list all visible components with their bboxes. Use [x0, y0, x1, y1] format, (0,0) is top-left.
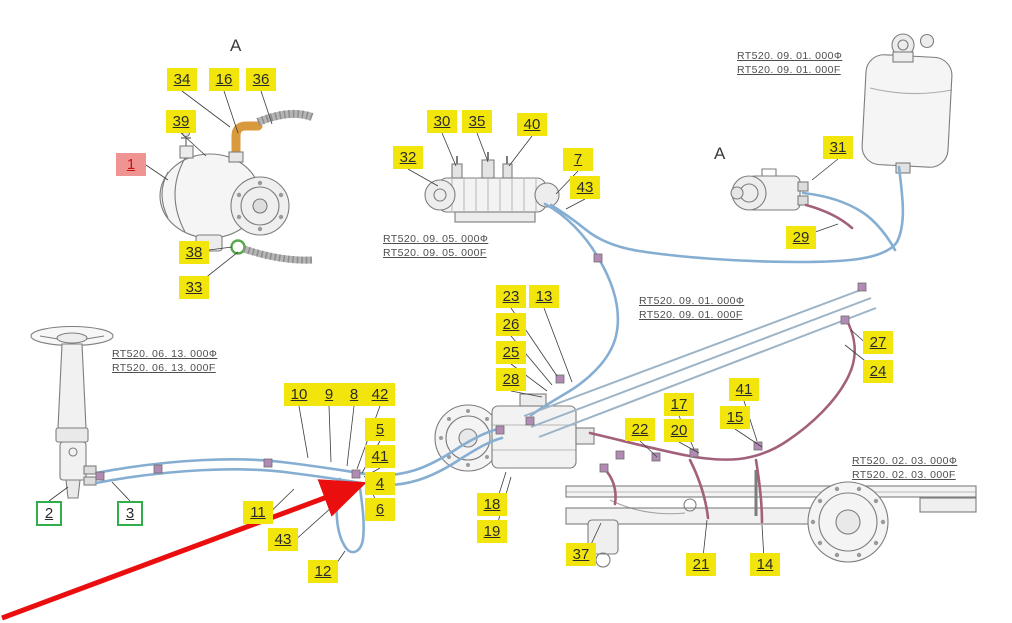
hose-blue-lines [94, 165, 905, 554]
steel-pipe-lines [523, 287, 877, 438]
steering-valve-drawing [424, 152, 560, 223]
rear-axle-drawing [565, 470, 977, 568]
detail-a-pump-drawing [730, 168, 809, 211]
hose-purple-lines [588, 203, 856, 524]
pointer-arrow [1, 479, 367, 621]
oil-tank-drawing [861, 33, 953, 174]
hydraulic-pump-drawing [159, 109, 314, 264]
hose-fittings [95, 253, 867, 481]
transmission-drawing [434, 393, 595, 472]
steering-column-drawing [30, 325, 114, 499]
